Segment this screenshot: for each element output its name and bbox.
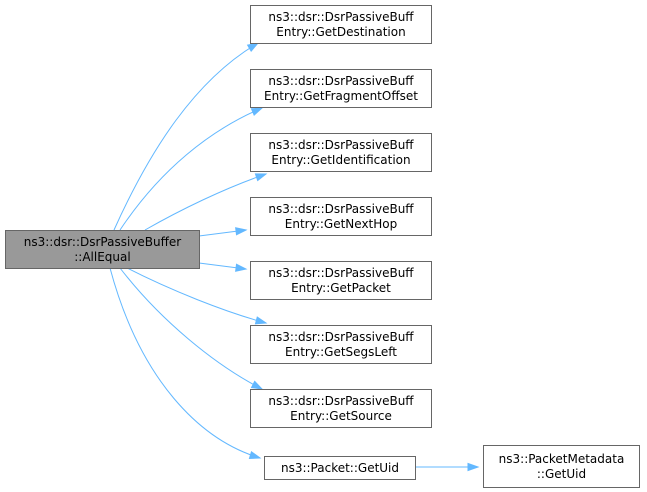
arrowhead	[235, 263, 248, 272]
edge-line	[126, 267, 267, 324]
arrowhead	[467, 462, 480, 472]
node-label-line: ns3::dsr::DsrPassiveBuff	[268, 10, 414, 24]
node-label-line: Entry::GetDestination	[276, 25, 405, 39]
node-uid[interactable]: ns3::Packet::GetUid	[264, 456, 416, 480]
node-label-line: ns3::Packet::GetUid	[281, 461, 399, 475]
arrowhead	[250, 380, 264, 390]
arrowhead	[248, 450, 262, 460]
edge-root-to-segs	[126, 267, 268, 325]
edge-root-to-ident	[144, 173, 268, 231]
node-label-line: Entry::GetSource	[290, 409, 392, 423]
node-box	[264, 456, 416, 480]
node-box	[250, 197, 432, 236]
node-meta[interactable]: ns3::PacketMetadata::GetUid	[483, 445, 640, 488]
node-label-line: ns3::dsr::DsrPassiveBuff	[268, 74, 414, 88]
node-label-line: Entry::GetSegsLeft	[285, 345, 397, 359]
node-box	[250, 5, 432, 44]
edge-line	[119, 267, 263, 390]
edge-root-to-dest	[113, 42, 260, 231]
node-label-line: Entry::GetFragmentOffset	[264, 89, 418, 103]
edge-root-to-frag	[119, 107, 264, 231]
edge-root-to-packet	[198, 262, 248, 272]
edges-layer	[109, 42, 480, 472]
node-box	[250, 261, 432, 300]
arrowhead	[250, 107, 264, 116]
edge-line	[119, 107, 263, 231]
edge-uid-to-meta	[414, 462, 480, 472]
node-root-alleq[interactable]: ns3::dsr::DsrPassiveBuffer::AllEqual	[5, 230, 200, 269]
node-box	[250, 69, 432, 108]
node-label-line: ns3::dsr::DsrPassiveBuff	[268, 394, 414, 408]
node-label-line: ns3::dsr::DsrPassiveBuffer	[24, 235, 182, 249]
node-label-line: Entry::GetPacket	[291, 281, 391, 295]
edge-line	[113, 42, 259, 231]
arrowhead	[246, 42, 260, 52]
node-box	[250, 389, 432, 428]
node-box	[5, 230, 200, 269]
node-segs[interactable]: ns3::dsr::DsrPassiveBuffEntry::GetSegsLe…	[250, 325, 432, 364]
node-label-line: Entry::GetIdentification	[271, 153, 410, 167]
node-frag[interactable]: ns3::dsr::DsrPassiveBuffEntry::GetFragme…	[250, 69, 432, 108]
edge-line	[144, 173, 267, 231]
node-ident[interactable]: ns3::dsr::DsrPassiveBuffEntry::GetIdenti…	[250, 133, 432, 172]
node-label-line: ns3::PacketMetadata	[499, 452, 625, 466]
edge-root-to-uid	[109, 267, 262, 460]
nodes-layer: ns3::dsr::DsrPassiveBuffer::AllEqualns3:…	[5, 5, 640, 488]
node-label-line: ::GetUid	[537, 467, 586, 481]
node-label-line: Entry::GetNextHop	[285, 217, 397, 231]
node-label-line: ns3::dsr::DsrPassiveBuff	[268, 202, 414, 216]
node-dest[interactable]: ns3::dsr::DsrPassiveBuffEntry::GetDestin…	[250, 5, 432, 44]
node-box	[250, 133, 432, 172]
node-box	[250, 325, 432, 364]
node-label-line: ns3::dsr::DsrPassiveBuff	[268, 330, 414, 344]
node-label-line: ns3::dsr::DsrPassiveBuff	[268, 138, 414, 152]
node-box	[483, 445, 640, 488]
edge-root-to-next	[198, 227, 248, 237]
node-label-line: ns3::dsr::DsrPassiveBuff	[268, 266, 414, 280]
edge-line	[109, 267, 261, 459]
arrowhead	[254, 316, 268, 325]
arrowhead	[235, 227, 248, 236]
edge-root-to-source	[119, 267, 264, 390]
arrowhead	[254, 173, 268, 182]
node-label-line: ::AllEqual	[74, 250, 130, 264]
node-next[interactable]: ns3::dsr::DsrPassiveBuffEntry::GetNextHo…	[250, 197, 432, 236]
